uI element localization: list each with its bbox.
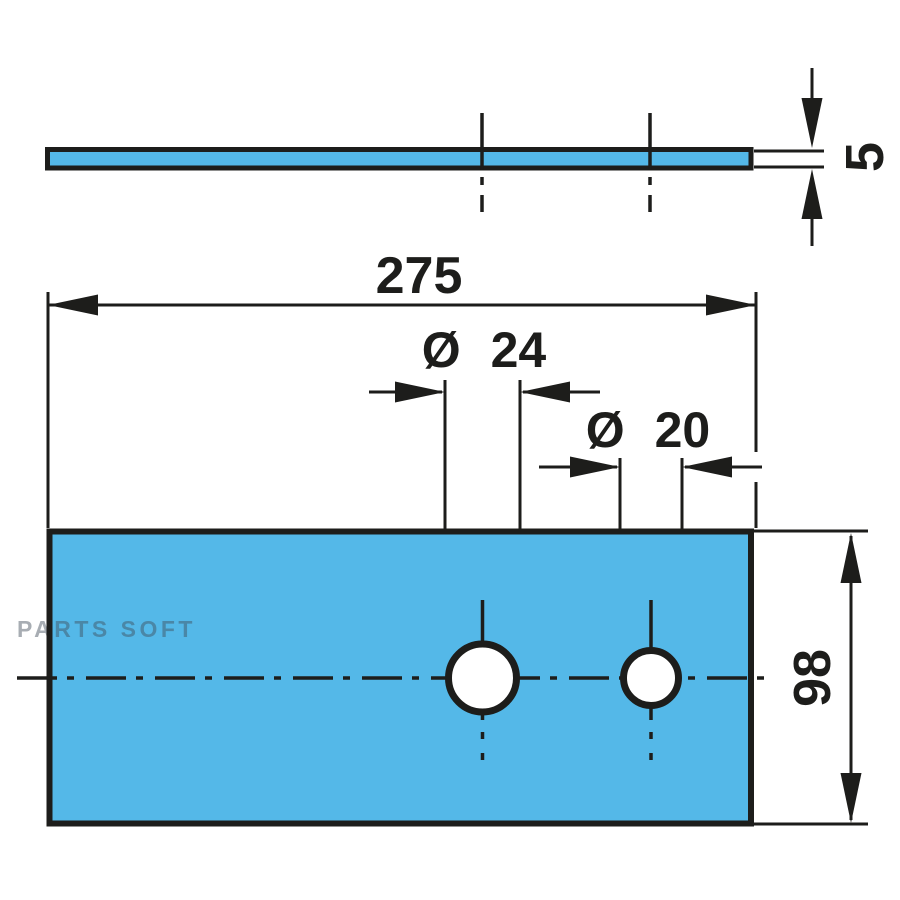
front-view: PARTS SOFT	[17, 528, 768, 827]
dim-height-label: 98	[784, 649, 842, 707]
dim-hole-large-arrow-left-icon	[520, 381, 570, 403]
hole-small	[620, 647, 682, 709]
dim-height-arrow-up-icon	[840, 533, 862, 583]
dim-hole-small-arrow-left-icon	[682, 456, 732, 478]
dim-width-arrow-left-icon	[48, 294, 98, 316]
hole-large	[445, 640, 520, 716]
dim-hole-large-label: Ø 24	[422, 322, 547, 378]
dim-thickness-arrow-up-icon	[801, 169, 823, 219]
dim-thickness-label: 5	[835, 142, 895, 172]
dim-width: 275	[46, 247, 758, 528]
dim-hole-large: Ø 24	[369, 322, 600, 676]
dim-width-label: 275	[376, 247, 463, 305]
dim-hole-small-label: Ø 20	[586, 402, 710, 458]
dim-width-arrow-right-icon	[706, 294, 756, 316]
dim-thickness: 5	[754, 68, 895, 246]
dim-hole-small-arrow-right-icon	[570, 456, 620, 478]
dim-thickness-arrow-down-icon	[801, 98, 823, 148]
watermark: PARTS SOFT	[17, 616, 196, 642]
side-view-plate	[45, 147, 754, 171]
dim-hole-large-arrow-right-icon	[395, 381, 445, 403]
side-view	[45, 113, 754, 212]
dim-height-arrow-down-icon	[840, 773, 862, 823]
dim-height: 98	[754, 529, 868, 826]
